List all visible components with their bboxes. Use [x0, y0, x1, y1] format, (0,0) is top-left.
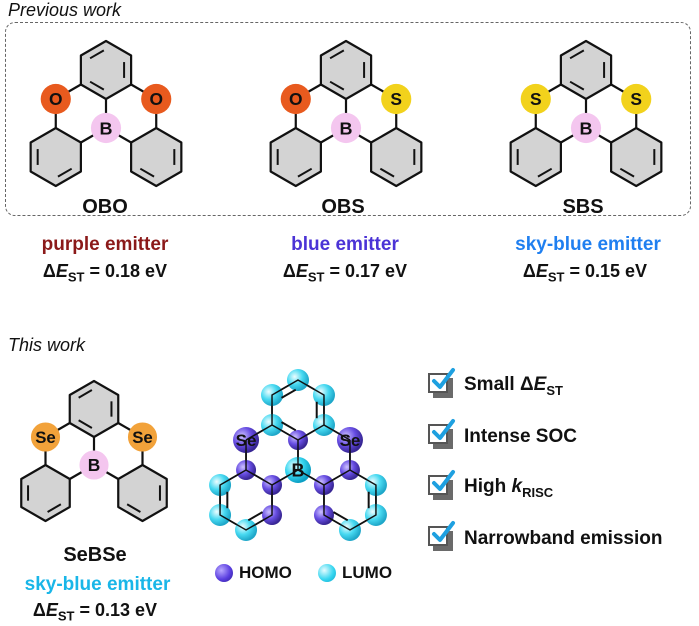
double-bond [297, 167, 313, 178]
feature-item: Narrowband emission [428, 521, 663, 553]
boron-label-0: B [100, 118, 113, 138]
double-bond [329, 49, 345, 60]
heteroatom-right-3 [127, 422, 158, 452]
checkbox-icon [428, 521, 455, 552]
double-bond [329, 80, 345, 91]
checkbox-icon [428, 368, 455, 399]
heteroatom-right-0 [141, 83, 172, 115]
double-bond [247, 511, 263, 522]
molecule-name-obs: OBS [321, 196, 365, 218]
double-bond [281, 388, 297, 399]
checkbox-icon [428, 419, 455, 450]
double-bond [89, 80, 105, 91]
lumo-dot-icon [318, 564, 336, 582]
delta-est-obo: ΔEST = 0.18 eV [42, 261, 168, 285]
orbital-ring-overlay-2 [323, 469, 377, 531]
this-work-title: This work [8, 335, 86, 355]
double-bond [89, 49, 105, 60]
heteroatom-right-1 [381, 83, 412, 115]
double-bond [569, 49, 585, 60]
emitter-label-sbs: sky-blue emitter [515, 234, 661, 255]
orbital-ring-overlay-1 [219, 469, 273, 531]
boron-atom-0 [90, 112, 122, 144]
heteroatom-left-label-0: O [49, 89, 63, 109]
double-bond [47, 503, 62, 513]
double-bond [78, 389, 93, 399]
molecule-name-sbs: SBS [562, 196, 604, 218]
orbital-atom-right: Se [340, 431, 361, 450]
feature-checklist: Small ΔEST Intense SOC High kRISC Narrow… [428, 368, 663, 576]
double-bond [379, 167, 395, 178]
boron-label-1: B [340, 118, 353, 138]
delta-est-sbs: ΔEST = 0.15 eV [522, 261, 648, 285]
feature-intense-soc: Intense SOC [464, 426, 577, 447]
molecule-name-obo: OBO [82, 196, 128, 218]
heteroatom-left-1 [280, 83, 311, 115]
heteroatom-left-label-2: S [530, 89, 542, 109]
legend-lumo: LUMO [318, 563, 392, 583]
double-bond [569, 80, 585, 91]
orbital-bond-overlay [297, 469, 325, 486]
heteroatom-left-0 [40, 83, 71, 115]
homo-dot-icon [215, 564, 233, 582]
double-bond [281, 421, 297, 432]
feature-high-krisc: High kRISC [464, 476, 554, 500]
double-bond [333, 511, 349, 522]
emitter-label-sebse: sky-blue emitter [24, 574, 171, 595]
boron-label-3: B [88, 455, 101, 475]
feature-small-delta-est: Small ΔEST [464, 374, 563, 398]
emitter-label-obs: blue emitter [291, 234, 399, 255]
double-bond [537, 167, 553, 178]
orbital-atom-left: Se [236, 431, 257, 450]
double-bond [619, 167, 635, 178]
double-bond [78, 419, 93, 429]
heteroatom-left-3 [30, 422, 61, 452]
boron-atom-1 [330, 112, 362, 144]
feature-item: High kRISC [428, 470, 663, 502]
feature-item: Small ΔEST [428, 368, 663, 400]
delta-est-obs: ΔEST = 0.17 eV [282, 261, 408, 285]
previous-work-frame [5, 22, 691, 216]
feature-item: Intense SOC [428, 419, 663, 451]
previous-work-title: Previous work [8, 0, 122, 20]
double-bond [57, 167, 73, 178]
heteroatom-right-2 [621, 83, 652, 115]
delta-est-sebse: ΔEST = 0.13 eV [32, 600, 158, 624]
boron-atom-2 [570, 112, 602, 144]
boron-atom-3 [79, 450, 109, 480]
orbital-atom-center: B [292, 460, 305, 480]
molecule-name-sebse: SeBSe [63, 544, 127, 566]
legend-homo-label: HOMO [239, 563, 292, 582]
heteroatom-left-label-3: Se [35, 428, 56, 447]
orbital-bond-overlay [245, 424, 273, 441]
double-bond [126, 503, 141, 513]
orbital-ring-overlay-0 [271, 379, 325, 441]
heteroatom-right-label-1: S [390, 89, 402, 109]
feature-narrowband-emission: Narrowband emission [464, 528, 663, 549]
heteroatom-right-label-2: S [630, 89, 642, 109]
checkbox-icon [428, 470, 455, 501]
heteroatom-left-2 [520, 83, 551, 115]
legend-homo: HOMO [215, 563, 292, 583]
double-bond [139, 167, 155, 178]
heteroatom-right-label-0: O [149, 89, 163, 109]
boron-label-2: B [580, 118, 593, 138]
orbital-bond-overlay [271, 469, 299, 486]
emitter-label-obo: purple emitter [41, 234, 169, 255]
legend-lumo-label: LUMO [342, 563, 393, 582]
heteroatom-left-label-1: O [289, 89, 303, 109]
orbital-bond-overlay [323, 424, 351, 441]
heteroatom-right-label-3: Se [132, 428, 153, 447]
